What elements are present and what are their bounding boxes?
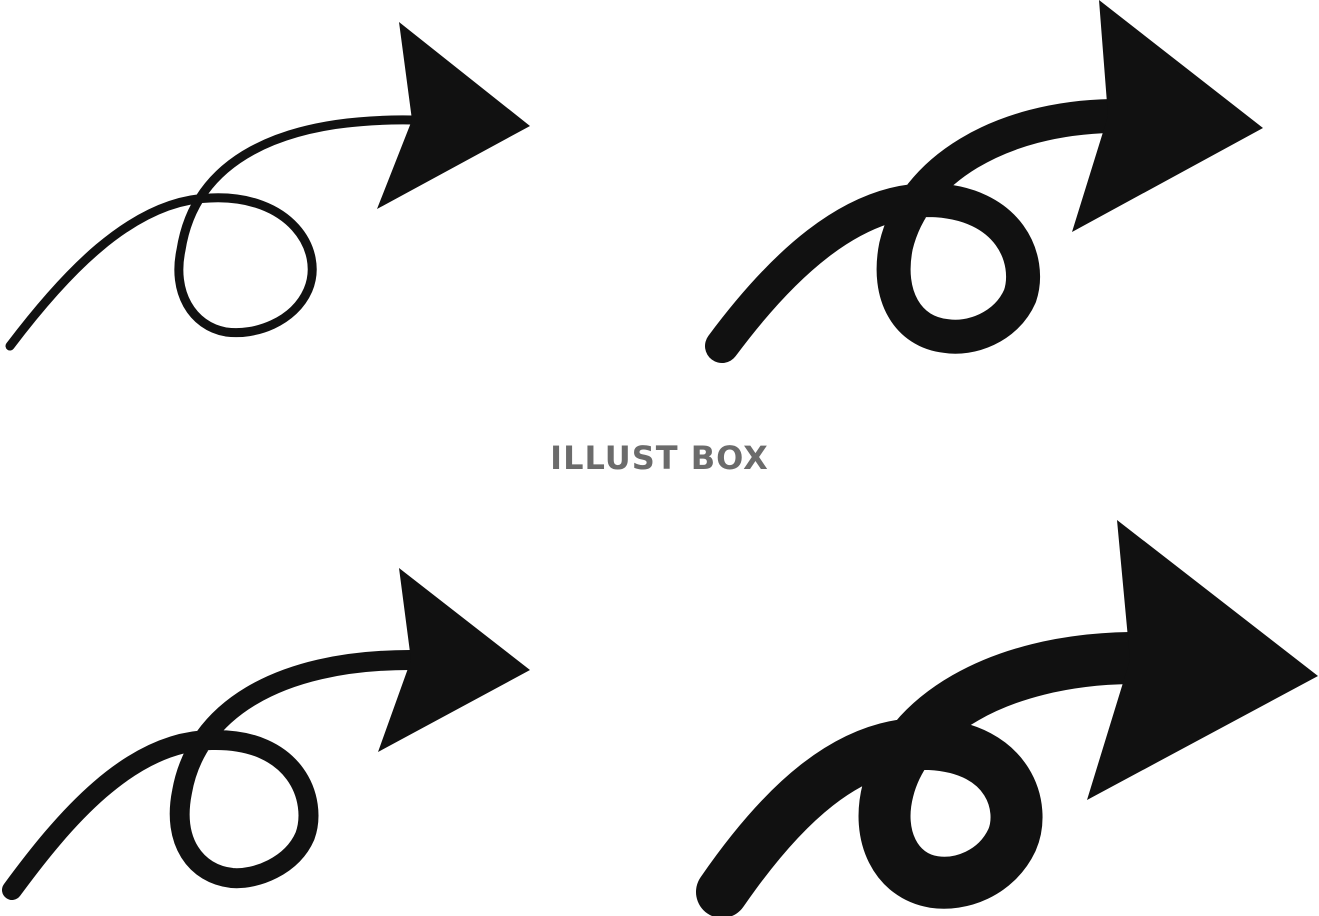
- watermark-text: ILLUST BOX: [550, 439, 769, 477]
